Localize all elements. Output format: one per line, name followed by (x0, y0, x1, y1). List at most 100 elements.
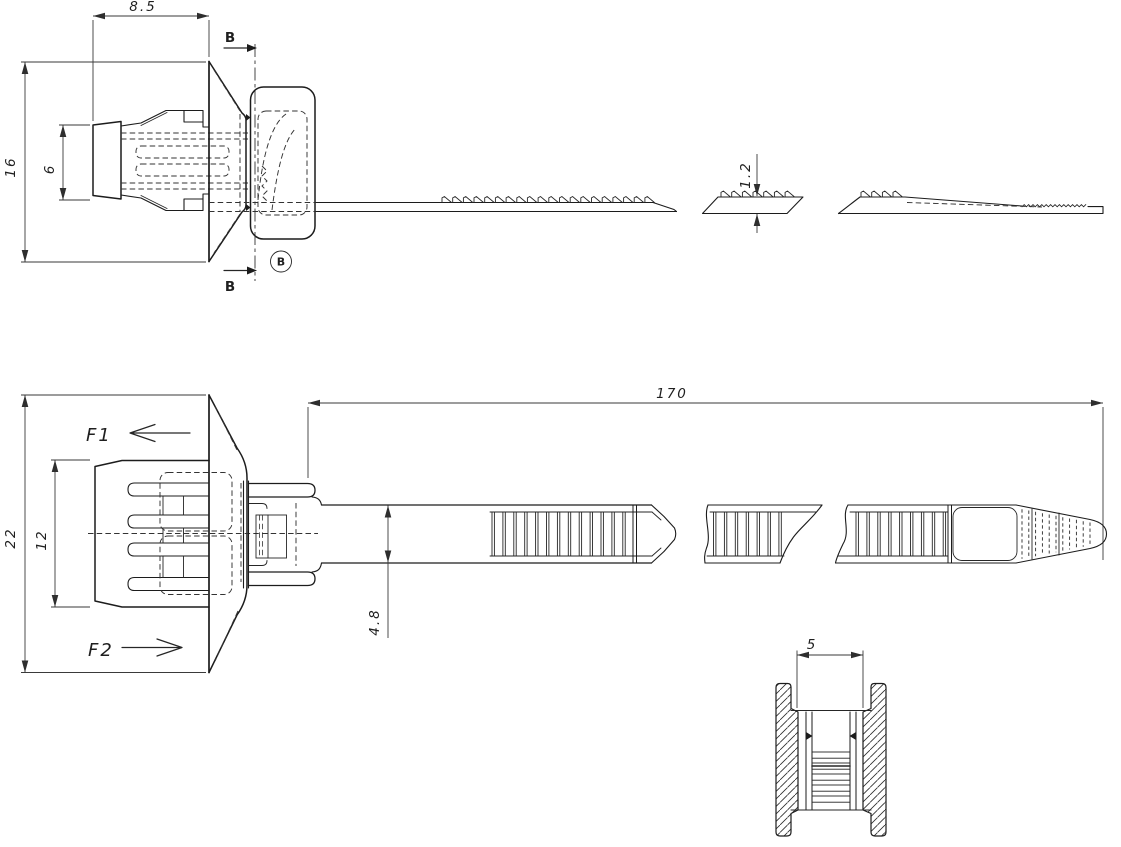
section-label-top: B (225, 30, 235, 46)
strap-break-segment-side: 1.2 (701, 154, 804, 233)
force-label-f2: F2 (88, 640, 114, 661)
barb-lower-edge (140, 195, 168, 209)
pawl-mark-left (806, 732, 813, 740)
hidden-slot-lower (135, 163, 230, 177)
section-wall-right (862, 682, 887, 837)
view-plan: 22 12 F1 F2 (3, 386, 1108, 674)
fir-tree-mount-plan (88, 459, 318, 608)
extension-lines (796, 650, 864, 708)
dim-text-strap-width: 4.8 (367, 608, 383, 635)
section-wall-left (775, 682, 799, 837)
cavity-top-bottom (790, 709, 872, 811)
tip-outline (837, 196, 1104, 215)
break-segment-outline (701, 196, 804, 215)
dim-text-mount-width: 12 (34, 529, 50, 550)
push-pin-head-side (92, 109, 248, 212)
strap-hidden-through (209, 202, 316, 212)
hidden-channel-lines (121, 132, 248, 190)
dim-overall-length: 170 (307, 386, 1104, 560)
force-annotation-f1: F1 (86, 423, 191, 446)
tip-micro-serrations (1021, 203, 1087, 208)
dim-mount-width: 12 (34, 459, 90, 608)
strap-plan-main: 4.8 (320, 504, 677, 638)
flange-cone-side (208, 60, 251, 263)
strap-slat-1 (811, 751, 851, 759)
dim-mount-length: 8.5 (92, 0, 210, 121)
dim-text-length: 170 (656, 386, 688, 402)
view-side-elevation: 8.5 16 6 (3, 0, 1104, 295)
flange-outline (208, 60, 247, 263)
break-edges (704, 504, 823, 564)
buckle-hidden-cavity (257, 110, 308, 216)
buckle-plate (242, 480, 250, 589)
dim-text-pin: 6 (42, 164, 58, 175)
buckle-plan (242, 480, 323, 589)
pawl-hidden-lines (259, 515, 263, 558)
dim-text-channel: 5 (807, 637, 818, 653)
barb-upper (120, 109, 210, 128)
detail-label: B (277, 256, 285, 269)
cone-buckle-junction-lower (246, 204, 251, 211)
force-arrow-f2 (121, 638, 183, 657)
buckle-side (209, 86, 316, 240)
extension-lines (21, 61, 206, 263)
break-line-left (834, 504, 849, 564)
strap-slat-4 (811, 784, 851, 792)
dim-pin-diameter: 6 (42, 124, 90, 201)
tip-pocket (952, 507, 1018, 561)
strap-fillets (311, 496, 323, 573)
detail-circle (270, 250, 292, 273)
pawl-hidden (257, 113, 297, 211)
tip-edges (834, 504, 1017, 564)
section-arrow-top-head (247, 44, 257, 52)
chevron-inner-lines (651, 511, 662, 557)
strap-slat-3 (811, 773, 851, 781)
channel-guides (805, 711, 857, 811)
strap-teeth-side (441, 195, 655, 203)
buckle-inner-contour (248, 503, 268, 566)
dim-strap-thickness: 1.2 (738, 154, 761, 233)
barb-upper-edge (140, 112, 168, 126)
strap-plan-break-segment (704, 504, 823, 564)
prong-3 (127, 542, 209, 557)
dim-text-flange-plan: 22 (3, 527, 19, 548)
strap-teeth-plan (491, 512, 626, 556)
force-arrow-f1 (129, 423, 191, 443)
dim-flange-od-plan: 22 (3, 394, 206, 673)
pawl-plan (255, 514, 287, 559)
barb-lower (120, 193, 210, 212)
break-segment-teeth (720, 190, 796, 198)
teeth (713, 512, 782, 556)
cone-buckle-junction-upper (246, 114, 251, 121)
strap-slat-5 (811, 795, 851, 803)
section-label-bottom: B (225, 279, 235, 295)
prong-2 (127, 514, 209, 529)
strap-tip-side (837, 190, 1104, 215)
dim-channel-width: 5 (796, 637, 864, 708)
flange-outline (208, 394, 248, 674)
strap-outer-edges (320, 504, 653, 564)
teeth-end-lines (947, 504, 952, 564)
strap-taper-end (652, 201, 678, 213)
dim-text-mount-length: 8.5 (129, 0, 156, 15)
dim-strap-width: 4.8 (367, 505, 392, 638)
section-cut-line: B B (223, 30, 257, 295)
hidden-slot-upper (135, 145, 230, 159)
flange-hidden (214, 405, 242, 662)
mount-outline (94, 459, 210, 608)
strap-inner-rails (489, 511, 653, 557)
spine (162, 495, 184, 578)
tip-texture-edges (1031, 508, 1060, 560)
flange-cone-plan (208, 394, 248, 674)
pawl-teeth-hidden (261, 165, 268, 202)
section-arrow-bottom-head (247, 266, 257, 275)
strap-side (315, 195, 678, 213)
flange-hidden (213, 69, 241, 254)
buckle-bar-top (247, 482, 316, 498)
detail-bubble: B (270, 250, 292, 273)
prong-1 (127, 482, 209, 497)
section-inner-structure (790, 709, 872, 811)
dim-flange-od: 16 (3, 61, 206, 263)
buckle-bar-bottom (247, 571, 316, 587)
break-line-right (779, 504, 823, 564)
